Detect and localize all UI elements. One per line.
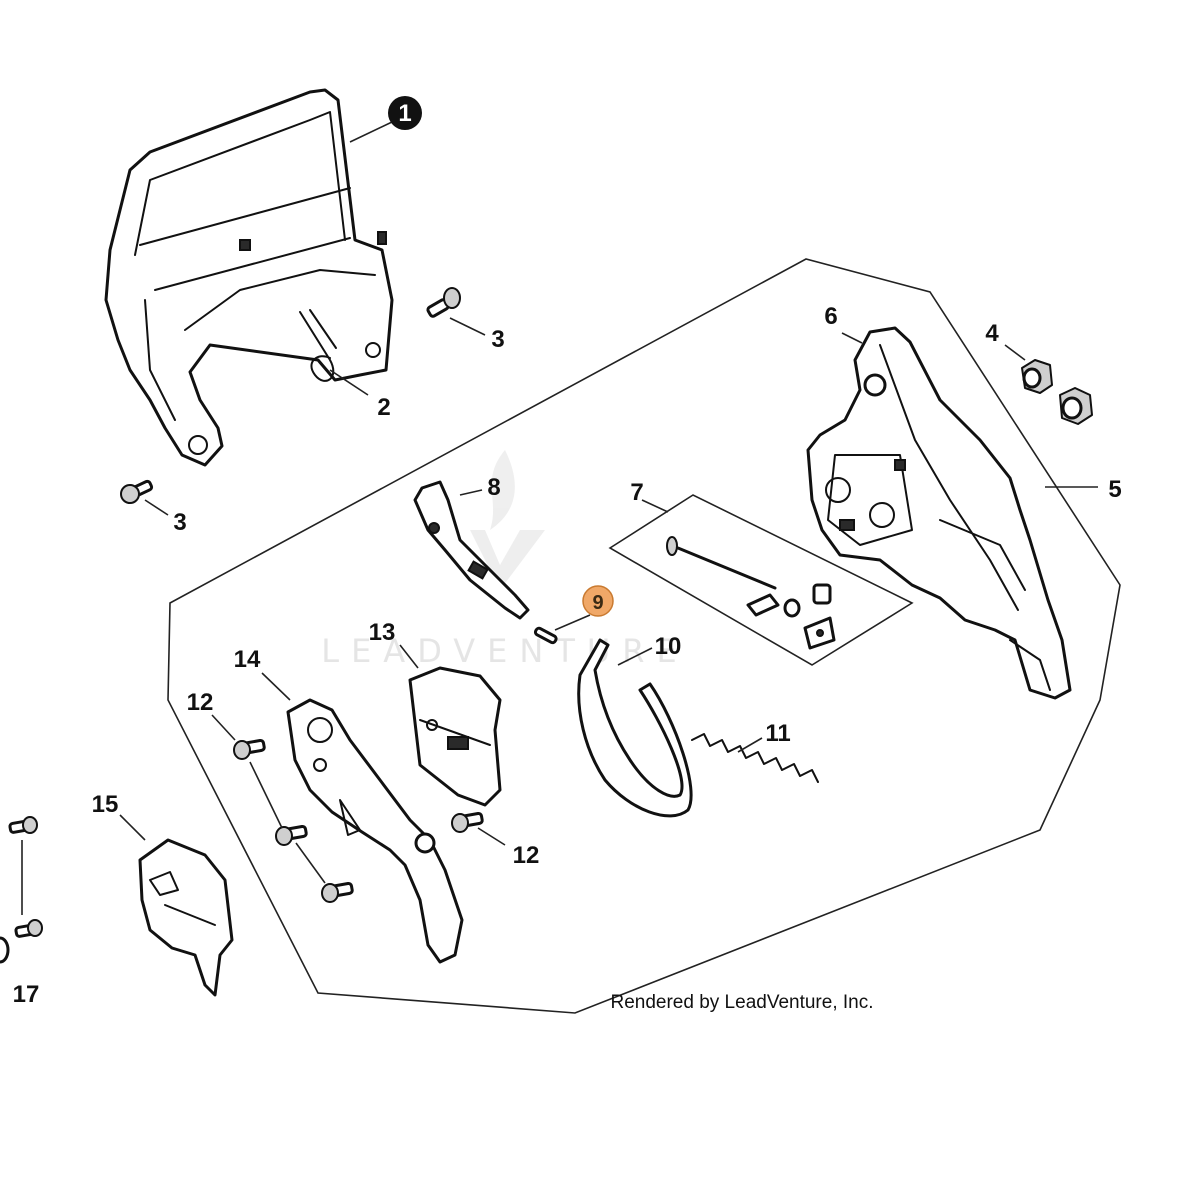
part-12-screw-c [321,881,354,903]
part-8-brake-lever [413,480,530,620]
part-4-nut-b [1059,387,1093,425]
part-1-hand-guard [104,88,394,467]
watermark-flame-icon [490,450,515,530]
subassembly-7-boundary [608,494,914,666]
callout-4-label[interactable]: 4 [985,320,999,347]
part-12-screw-d [451,811,484,833]
part-4-nut-a [1021,359,1053,394]
callout-11-label[interactable]: 11 [765,720,790,747]
part-15-plate [138,838,234,997]
watermark-text: LEADVENTURE [321,632,688,670]
callout-9-label[interactable]: 9 [592,592,603,614]
callout-8-label[interactable]: 8 [487,474,500,501]
callout-12-label-left[interactable]: 12 [187,689,214,716]
watermark-v-icon [470,530,545,590]
part-12-screw-a [233,738,266,760]
part-14-brake-mechanism [286,698,464,964]
part-10-brake-band [577,638,693,818]
part-7-chain-adjuster [666,536,836,650]
callout-1-badge: 1 [388,96,422,130]
callout-17-label[interactable]: 17 [13,981,40,1008]
part-3-screw-lower [120,479,154,504]
callout-3-label-lower[interactable]: 3 [173,509,186,536]
part-17-screw-b [14,919,43,938]
watermark: LEADVENTURE [321,450,688,670]
render-credit: Rendered by LeadVenture, Inc. [610,992,873,1013]
callout-14-label[interactable]: 14 [234,646,261,673]
part-11-spring [691,733,819,783]
part-12-screw-b [275,824,308,846]
callout-5-label[interactable]: 5 [1108,476,1121,503]
part-17-screw-a [8,816,38,834]
callout-15-label[interactable]: 15 [92,791,119,818]
callout-6-label[interactable]: 6 [824,303,837,330]
part-5-side-cover [806,326,1072,700]
callout-12-label-right[interactable]: 12 [513,842,540,869]
callout-13-label[interactable]: 13 [369,619,396,646]
part-17-washer [0,936,10,964]
leader-lines [21,121,1098,915]
callout-2-label[interactable]: 2 [377,394,390,421]
part-9-pin [533,626,558,645]
assembly-boundary [167,258,1121,1014]
part-2-spring-clip [299,309,337,382]
part-13-plate [408,666,502,807]
callout-10-label[interactable]: 10 [655,633,682,660]
part-3-screw-upper [426,287,461,318]
callout-7-label[interactable]: 7 [630,479,643,506]
callout-3-label-upper[interactable]: 3 [491,326,504,353]
callout-1-label: 1 [398,100,411,127]
callout-9-highlight[interactable]: 9 [582,585,614,617]
